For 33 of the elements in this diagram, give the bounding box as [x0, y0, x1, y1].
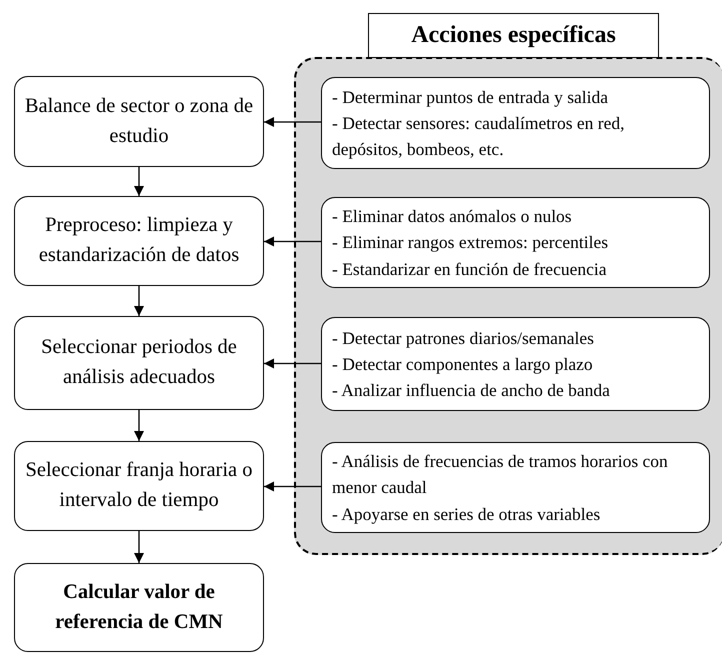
arrow [264, 358, 321, 368]
process-box [14, 316, 264, 410]
arrow [264, 482, 321, 492]
arrow [134, 410, 144, 441]
process-box [14, 441, 264, 531]
action-text: - Detectar componentes a largo plazo [332, 352, 594, 376]
action-box [321, 77, 710, 169]
action-text: - Análisis de frecuencias de tramos horarios con menor caudal [332, 450, 669, 500]
action-box [321, 317, 710, 411]
arrow [134, 531, 144, 563]
action-text: - Apoyarse en series de otras variables [332, 502, 602, 526]
action-text: - Eliminar rangos extremos: percentiles [332, 231, 610, 254]
action-text: - Eliminar datos anómalos o nulos [332, 205, 573, 228]
step-text: Balance de sector o zona de estudio [24, 94, 254, 148]
action-box [321, 197, 710, 288]
step-text: Calcular valor de referencia de CMN [54, 580, 224, 634]
action-text: - Detectar sensores: caudalímetros en red, depósitos, bombeos, etc. [332, 112, 626, 162]
step-text: Preproceso: limpieza y estandarización de datos [38, 213, 240, 268]
panel-title: Acciones específicas [368, 13, 659, 58]
process-box [14, 76, 264, 167]
result-box [14, 563, 264, 652]
arrow [264, 236, 321, 246]
action-text: - Analizar influencia de ancho de banda [332, 379, 611, 402]
process-box [14, 196, 264, 286]
step-text: Seleccionar franja horaria o intervalo de tiempo [24, 458, 254, 513]
arrow [134, 167, 144, 196]
arrow [134, 286, 144, 316]
action-text: - Detectar patrones diarios/semanales [332, 326, 595, 350]
action-box [321, 442, 710, 533]
action-text: - Determinar puntos de entrada y salida [332, 86, 610, 109]
action-text: - Estandarizar en función de frecuencia [332, 258, 608, 281]
arrow [264, 117, 321, 127]
step-text: Seleccionar periodos de análisis adecuados [40, 335, 238, 390]
